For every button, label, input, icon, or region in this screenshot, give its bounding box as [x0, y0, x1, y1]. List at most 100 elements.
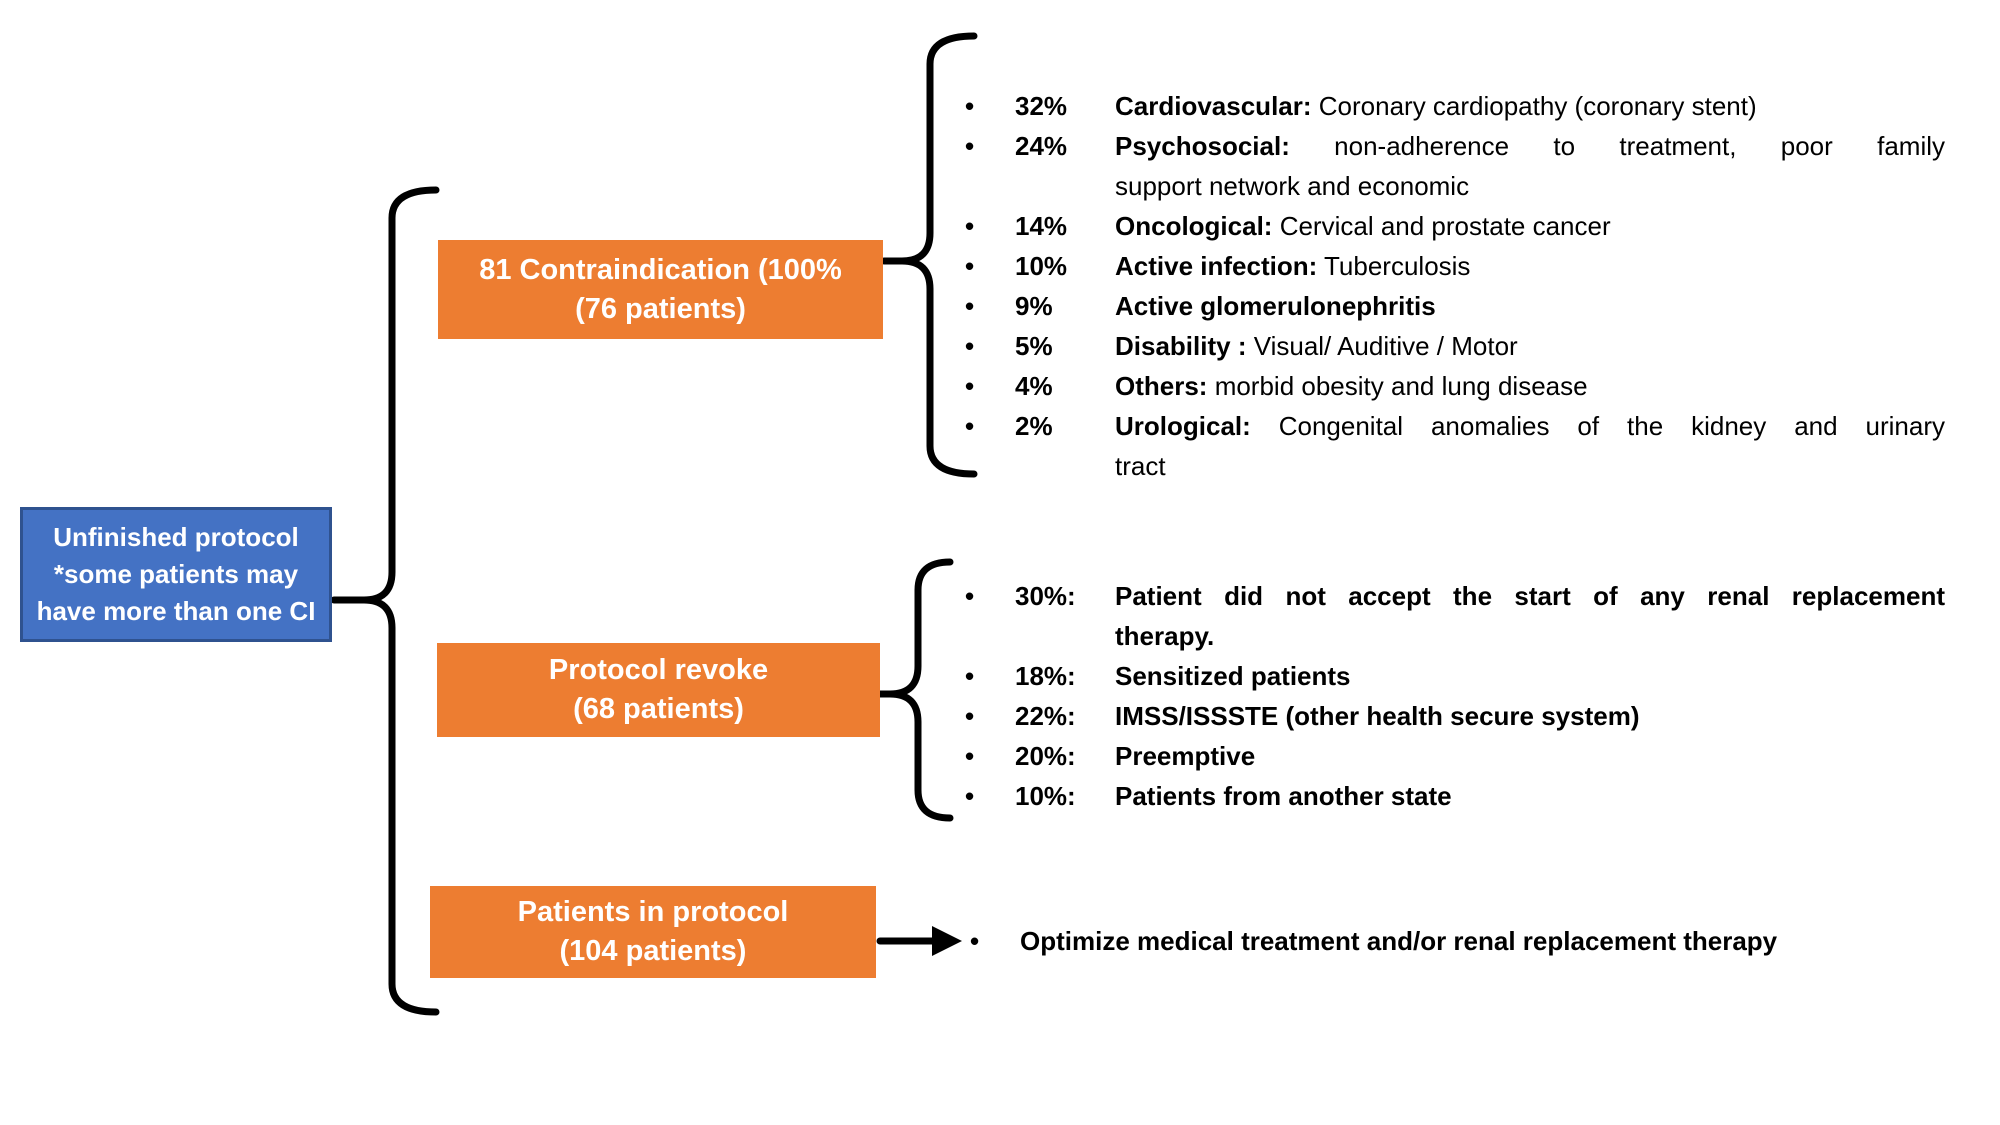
item-percentage: 9% [1015, 291, 1053, 321]
item-bold-text: Optimize medical treatment and/or renal … [1020, 926, 1778, 956]
item-text-line: Active glomerulonephritis [1115, 286, 1945, 326]
list-item: • 4% Others: morbid obesity and lung disea… [955, 366, 1945, 406]
item-text: Optimize medical treatment and/or renal … [1020, 921, 1950, 961]
item-bold-text: Disability : [1115, 331, 1247, 361]
item-text: Others: morbid obesity and lung disease [1115, 366, 1945, 406]
bullet-marker: • [970, 926, 980, 956]
item-percentage: 14% [1015, 211, 1068, 241]
item-percentage: 5% [1015, 331, 1053, 361]
item-text: Preemptive [1115, 736, 1945, 776]
protocol-revoke-list: • 30%: Patient did not accept the start of… [955, 576, 1945, 816]
item-text-line: Optimize medical treatment and/or renal … [1020, 921, 1950, 961]
item-text-line: Preemptive [1115, 736, 1945, 776]
item-percentage: 20%: [1015, 741, 1076, 771]
bullet-marker: • [965, 371, 975, 401]
item-text: Oncological: Cervical and prostate cance… [1115, 206, 1945, 246]
bullet-marker: • [965, 331, 975, 361]
item-regular-text: Coronary cardiopathy (coronary stent) [1311, 91, 1757, 121]
item-bold-text: therapy. [1115, 621, 1215, 651]
item-text: Active infection: Tuberculosis [1115, 246, 1945, 286]
unfinished-protocol-box: Unfinished protocol *some patients may h… [20, 507, 332, 642]
list-item: •22%:IMSS/ISSSTE (other health secure sy… [955, 696, 1945, 736]
item-bold-text: Sensitized patients [1115, 661, 1351, 691]
item-regular-text: Visual/ Auditive / Motor [1246, 331, 1518, 361]
protocol-arrow-head [932, 926, 962, 956]
item-text: Cardiovascular: Coronary cardiopathy (co… [1115, 86, 1945, 126]
bullet-marker: • [965, 131, 975, 161]
list-item: • 24% Psychosocial: non-adherence to treat… [955, 126, 1945, 206]
item-bold-text: Others: [1115, 371, 1208, 401]
bullet-marker: • [965, 661, 975, 691]
item-percentage: 24% [1015, 131, 1068, 161]
item-bold-text: Cardiovascular: [1115, 91, 1312, 121]
item-bold-text: Active infection: [1115, 251, 1318, 281]
bullet-marker: • [965, 211, 975, 241]
item-percentage: 30%: [1015, 581, 1076, 611]
bullet-marker: • [965, 291, 975, 321]
item-text: Patient did not accept the start of any … [1115, 576, 1945, 656]
item-text: Active glomerulonephritis [1115, 286, 1945, 326]
item-regular-text: Tuberculosis [1317, 251, 1471, 281]
item-bold-text: Patient did not accept the start of any … [1115, 581, 1945, 611]
item-bold-text: Oncological: [1115, 211, 1273, 241]
item-bold-text: Active glomerulonephritis [1115, 291, 1436, 321]
list-item: • 2% Urological: Congenital anomalies of t… [955, 406, 1945, 486]
item-percentage: 2% [1015, 411, 1053, 441]
item-percentage: 18%: [1015, 661, 1076, 691]
item-bold-text: Preemptive [1115, 741, 1256, 771]
item-text-line: Active infection: Tuberculosis [1115, 246, 1945, 286]
patients-in-protocol-box: Patients in protocol (104 patients) [430, 886, 876, 978]
item-text-line: tract [1115, 446, 1945, 486]
bullet-marker: • [965, 251, 975, 281]
item-text-line: Cardiovascular: Coronary cardiopathy (co… [1115, 86, 1945, 126]
item-text-line: Psychosocial: non-adherence to treatment… [1115, 126, 1945, 166]
list-item: • 30%: Patient did not accept the start of… [955, 576, 1945, 656]
item-bold-text: Patients from another state [1115, 781, 1452, 811]
item-text-line: Oncological: Cervical and prostate cance… [1115, 206, 1945, 246]
list-item: • 9% Active glomerulonephritis [955, 286, 1945, 326]
item-text-line: support network and economic [1115, 166, 1945, 206]
item-regular-text: Congenital anomalies of the kidney and u… [1250, 411, 1945, 441]
contraindication-list: • 32% Cardiovascular: Coronary cardiopathy… [955, 86, 1945, 486]
list-item: • 5% Disability : Visual/ Auditive / Motor [955, 326, 1945, 366]
contraindication-box: 81 Contraindication (100% (76 patients) [438, 240, 883, 339]
bullet-marker: • [965, 581, 975, 611]
item-text-line: IMSS/ISSSTE (other health secure system) [1115, 696, 1945, 736]
item-text-line: Patients from another state [1115, 776, 1945, 816]
item-text-line: Urological: Congenital anomalies of the … [1115, 406, 1945, 446]
item-text: IMSS/ISSSTE (other health secure system) [1115, 696, 1945, 736]
item-regular-text: tract [1115, 451, 1166, 481]
bullet-marker: • [965, 411, 975, 441]
item-percentage: 4% [1015, 371, 1053, 401]
item-regular-text: morbid obesity and lung disease [1207, 371, 1588, 401]
revoke-brace [886, 558, 954, 822]
item-text: Sensitized patients [1115, 656, 1945, 696]
item-text-line: Patient did not accept the start of any … [1115, 576, 1945, 616]
list-item: • 32% Cardiovascular: Coronary cardiopathy… [955, 86, 1945, 126]
item-percentage: 32% [1015, 91, 1068, 121]
list-item: • Optimize medical treatment and/or renal… [960, 921, 1950, 961]
bullet-marker: • [965, 701, 975, 731]
item-regular-text: non-adherence to treatment, poor family [1289, 131, 1945, 161]
root-brace [360, 186, 440, 1016]
bullet-marker: • [965, 781, 975, 811]
item-text: Urological: Congenital anomalies of the … [1115, 406, 1945, 486]
item-text: Psychosocial: non-adherence to treatment… [1115, 126, 1945, 206]
item-regular-text: support network and economic [1115, 171, 1470, 201]
item-percentage: 10% [1015, 251, 1068, 281]
list-item: • 14% Oncological: Cervical and prostate c… [955, 206, 1945, 246]
item-text-line: Others: morbid obesity and lung disease [1115, 366, 1945, 406]
protocol-revoke-box: Protocol revoke (68 patients) [437, 643, 880, 737]
bullet-marker: • [965, 91, 975, 121]
item-text: Patients from another state [1115, 776, 1945, 816]
item-text: Disability : Visual/ Auditive / Motor [1115, 326, 1945, 366]
item-bold-text: Psychosocial: [1115, 131, 1290, 161]
item-regular-text: Cervical and prostate cancer [1272, 211, 1611, 241]
item-text-line: therapy. [1115, 616, 1945, 656]
item-bold-text: Urological: [1115, 411, 1251, 441]
item-bold-text: IMSS/ISSSTE (other health secure system) [1115, 701, 1640, 731]
list-item: • 10%: Patients from another state [955, 776, 1945, 816]
list-item: • 18%: Sensitized patients [955, 656, 1945, 696]
item-percentage: 10%: [1015, 781, 1076, 811]
